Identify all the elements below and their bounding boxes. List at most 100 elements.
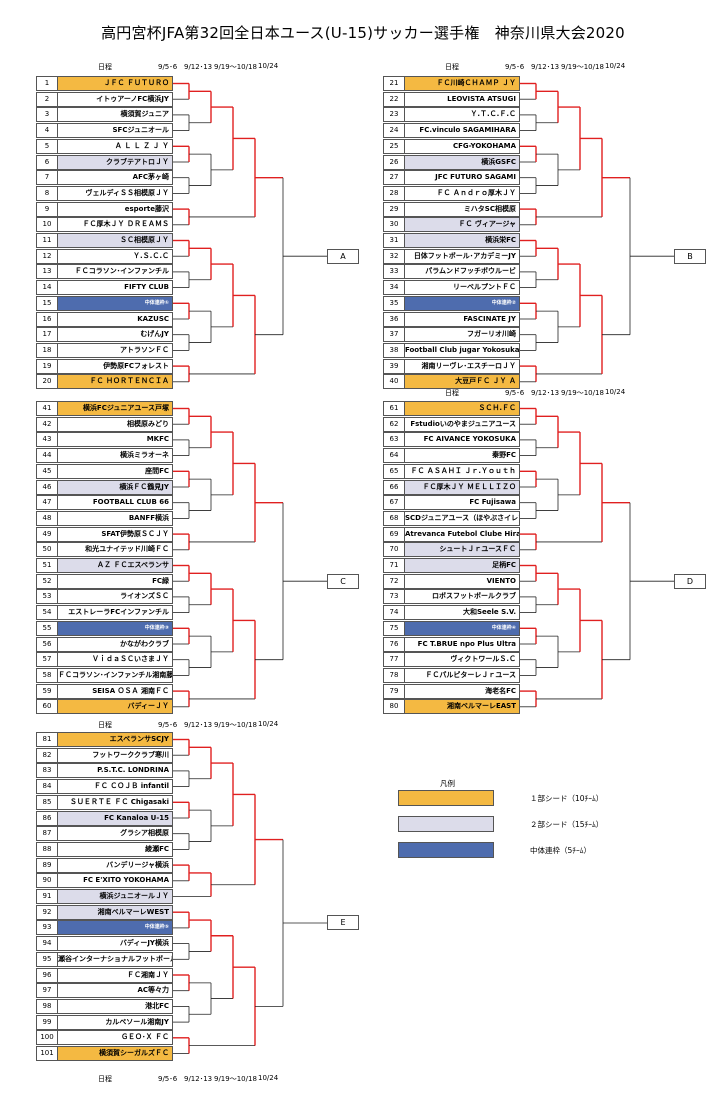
- team-name: ミハタSC相模原: [405, 201, 520, 217]
- team-number: 26: [383, 154, 405, 170]
- team-number: 96: [36, 967, 58, 983]
- team-name: 横浜ミラオーネ: [58, 448, 173, 464]
- team-number: 35: [383, 295, 405, 311]
- team-number: 33: [383, 264, 405, 280]
- schedule-d4: 10/24: [605, 62, 626, 70]
- team-number: 64: [383, 448, 405, 464]
- team-number: 63: [383, 432, 405, 448]
- team-number: 58: [36, 667, 58, 683]
- team-number: 78: [383, 667, 405, 683]
- team-number: 2: [36, 91, 58, 107]
- team-name: バディーJY横浜: [58, 936, 173, 952]
- team-name: 中体連枠①: [58, 295, 173, 311]
- team-number: 41: [36, 401, 58, 416]
- team-number: 18: [36, 342, 58, 358]
- team-name: シュートＪｒユースＦＣ: [405, 542, 520, 558]
- team-name: エスペランサSCJY: [58, 732, 173, 747]
- team-name: バディーＪＹ: [58, 699, 173, 715]
- team-name: ＡＺ ＦＣエスペランサ: [58, 558, 173, 573]
- team-name: 座間FC: [58, 463, 173, 479]
- team-name: 相模原みどり: [58, 416, 173, 432]
- team-name: バンデリージャ横浜: [58, 857, 173, 873]
- team-number: 54: [36, 605, 58, 621]
- team-number: 20: [36, 374, 58, 390]
- schedule-d1: 9/5･6: [158, 63, 178, 71]
- team-name: JFC FUTURO SAGAMI: [405, 170, 520, 186]
- team-number: 89: [36, 857, 58, 873]
- team-name: 中体連枠④: [405, 620, 520, 636]
- team-name: FOOTBALL CLUB 66: [58, 495, 173, 511]
- team-name: 湘南ベルマーレWEST: [58, 904, 173, 920]
- team-number: 36: [383, 311, 405, 327]
- team-number: 44: [36, 448, 58, 464]
- team-number: 86: [36, 810, 58, 826]
- team-number: 47: [36, 495, 58, 511]
- group-label: C: [327, 573, 359, 589]
- team-name: FC Kanaloa U-15: [58, 810, 173, 826]
- team-name: ＦＣコラソン･インファンチル湘南藤沢: [58, 667, 173, 683]
- team-name: 横浜FCジュニアユース戸塚: [58, 401, 173, 416]
- team-name: リーベルプントＦＣ: [405, 280, 520, 296]
- team-name: 湘南リーヴレ･エスチーロＪＹ: [405, 358, 520, 374]
- team-number: 62: [383, 416, 405, 432]
- team-number: 91: [36, 889, 58, 904]
- team-number: 80: [383, 699, 405, 715]
- team-name: カルペソール湘南JY: [58, 1014, 173, 1030]
- team-name: 秦野FC: [405, 448, 520, 464]
- team-name: SCDジュニアユース（ほやぶさイレブン）: [405, 510, 520, 526]
- team-name: 横浜ジュニオールＪＹ: [58, 889, 173, 904]
- legend-swatch: [398, 816, 494, 832]
- team-number: 5: [36, 138, 58, 154]
- team-number: 42: [36, 416, 58, 432]
- schedule-label: 日程: [98, 721, 112, 729]
- team-number: 70: [383, 542, 405, 558]
- team-number: 10: [36, 217, 58, 233]
- team-number: 75: [383, 620, 405, 636]
- team-number: 14: [36, 280, 58, 296]
- team-name: ＦＣ厚木ＪＹ ＤＲＥＡＭＳ: [58, 217, 173, 233]
- team-number: 30: [383, 217, 405, 233]
- team-name: 横浜GSFC: [405, 154, 520, 170]
- schedule-label: 日程: [98, 1075, 112, 1083]
- team-name: ＳＣ相模原ＪＹ: [58, 233, 173, 248]
- team-number: 9: [36, 201, 58, 217]
- legend-label: ２部シード（15ﾁｰﾑ）: [530, 820, 604, 829]
- team-number: 11: [36, 233, 58, 248]
- team-number: 76: [383, 636, 405, 652]
- team-name: 横浜栄FC: [405, 233, 520, 248]
- team-number: 46: [36, 479, 58, 495]
- team-name: ヴェルディＳＳ相模原ＪＹ: [58, 185, 173, 201]
- team-number: 72: [383, 573, 405, 589]
- schedule-d1: 9/5･6: [505, 63, 525, 71]
- team-name: フットワーククラブ寒川: [58, 747, 173, 763]
- team-number: 100: [36, 1030, 58, 1046]
- team-name: ＦＣ湘南ＪＹ: [58, 967, 173, 983]
